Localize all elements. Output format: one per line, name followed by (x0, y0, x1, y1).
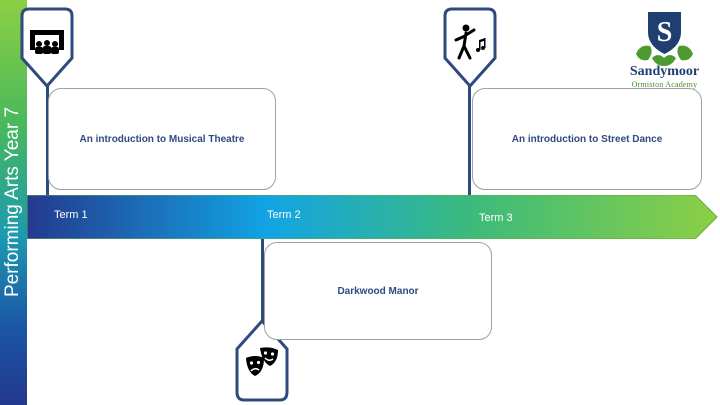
topic-street-dance-label: An introduction to Street Dance (511, 133, 663, 145)
connector-musical-theatre (46, 86, 49, 196)
oak-leaves-icon (636, 45, 693, 66)
slide-title: Performing Arts Year 7 (2, 106, 23, 298)
logo-subtitle: Ormiston Academy (631, 80, 698, 89)
term-2-label: Term 2 (267, 209, 301, 221)
side-title-bar (0, 0, 27, 405)
connector-darkwood (261, 238, 264, 324)
logo-name: Sandymoor (629, 64, 700, 79)
street-dance-pin (443, 7, 497, 89)
shield-icon (648, 12, 681, 54)
topic-darkwood-manor: Darkwood Manor (264, 242, 492, 340)
topic-street-dance: An introduction to Street Dance (472, 88, 702, 190)
timeline-arrow (27, 195, 718, 239)
term-3-label: Term 3 (479, 212, 513, 224)
topic-musical-theatre-label: An introduction to Musical Theatre (79, 133, 245, 145)
drama-pin (235, 318, 289, 402)
topic-musical-theatre: An introduction to Musical Theatre (48, 88, 276, 190)
theatre-pin (20, 7, 74, 89)
connector-street-dance (468, 86, 471, 196)
drama-masks-icon (246, 347, 278, 376)
music-note-icon (476, 38, 486, 52)
theatre-audience-icon (30, 30, 64, 54)
term-1-label: Term 1 (54, 209, 88, 221)
topic-darkwood-label: Darkwood Manor (337, 285, 419, 297)
sandymoor-logo: S (636, 12, 693, 66)
svg-text:S: S (657, 17, 673, 48)
street-dancer-icon (454, 24, 476, 60)
